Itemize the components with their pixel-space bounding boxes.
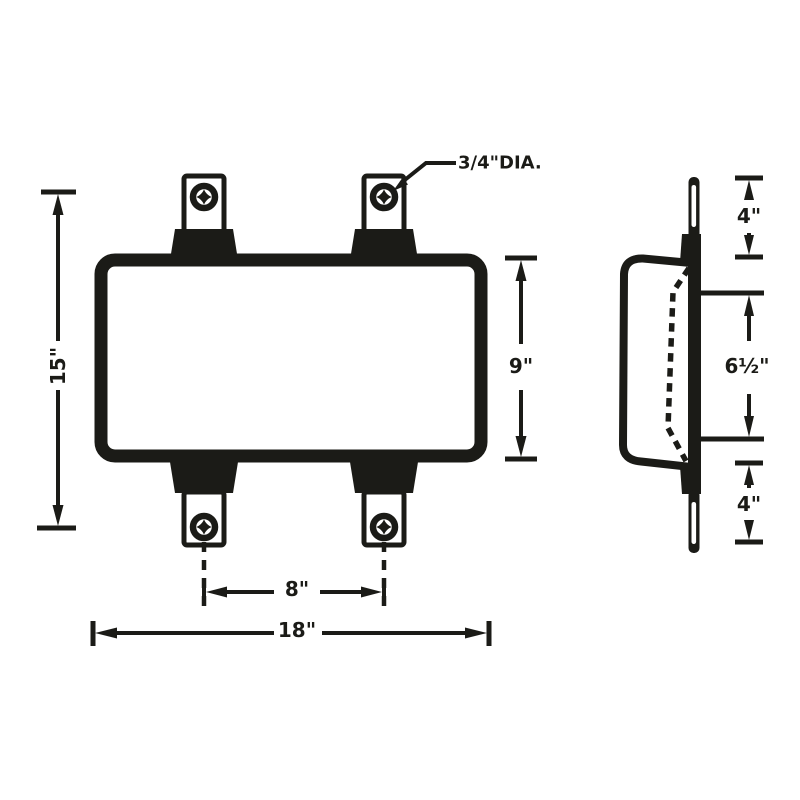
dim-arrow-up-icon (744, 295, 754, 316)
plate-boss-bottom (680, 466, 701, 494)
tab-base-top-left (170, 229, 238, 260)
hidden-edge-dashed (665, 266, 692, 463)
screw-hole-bottom-left (189, 512, 219, 542)
screw-hole-top-right (369, 182, 399, 212)
dim-side-opening: 6½" (724, 295, 770, 437)
dim-overall-width: 18" (90, 618, 492, 646)
tab-base-bottom-left (170, 462, 238, 493)
plate-boss-top (680, 234, 701, 262)
side-bottom-tab-label: 4" (737, 492, 761, 516)
plate-web (688, 258, 701, 470)
tab-base-top-right (350, 229, 418, 260)
screw-hole-bottom-right (369, 512, 399, 542)
side-view: 4" 6½" 4" (619, 175, 770, 553)
screw-cross-icon (376, 189, 392, 205)
box-body-front (94, 253, 488, 463)
dim-arrow-up-icon (744, 465, 754, 485)
side-top-tab-label: 4" (737, 204, 761, 228)
dim-arrow-left-icon (206, 586, 227, 598)
box-body-profile (619, 254, 695, 471)
dim-arrow-right-icon (361, 586, 382, 598)
front-view: 3/4"DIA. 15" 9" (37, 153, 542, 646)
overall-width-label: 18" (278, 618, 316, 642)
tab-slot-bottom (691, 502, 697, 544)
leader-hole-diameter: 3/4"DIA. (393, 153, 542, 191)
dim-arrow-down-icon (744, 416, 754, 437)
dim-side-bottom-tab: 4" (735, 460, 763, 545)
screw-cross-icon (196, 189, 212, 205)
side-opening-label: 6½" (724, 354, 769, 378)
overall-height-label: 15" (46, 347, 70, 385)
leader-line (399, 161, 456, 185)
dim-arrow-down-icon (744, 235, 754, 255)
screw-cross-icon (196, 519, 212, 535)
hole-diameter-label: 3/4"DIA. (458, 153, 542, 174)
tab-slot-top (691, 185, 697, 227)
dim-bolt-spacing: 8" (202, 577, 386, 603)
dim-arrow-right-icon (465, 627, 487, 639)
mounting-plate-profile (680, 177, 701, 553)
tab-base-bottom-right (350, 462, 418, 493)
dim-arrow-left-icon (95, 627, 117, 639)
dim-arrow-down-icon (52, 505, 64, 526)
screw-cross-icon (376, 519, 392, 535)
dim-arrow-up-icon (52, 194, 64, 215)
dim-arrow-down-icon (515, 436, 527, 457)
dim-side-top-tab: 4" (735, 175, 763, 260)
dim-body-height: 9" (505, 255, 537, 462)
leader-arrowhead-icon (393, 177, 408, 191)
dim-arrow-up-icon (744, 180, 754, 200)
dim-arrow-up-icon (515, 260, 527, 281)
dim-arrow-down-icon (744, 520, 754, 540)
screw-hole-top-left (189, 182, 219, 212)
dim-overall-height: 15" (37, 189, 76, 531)
body-height-label: 9" (509, 354, 533, 378)
bolt-spacing-label: 8" (285, 577, 309, 601)
